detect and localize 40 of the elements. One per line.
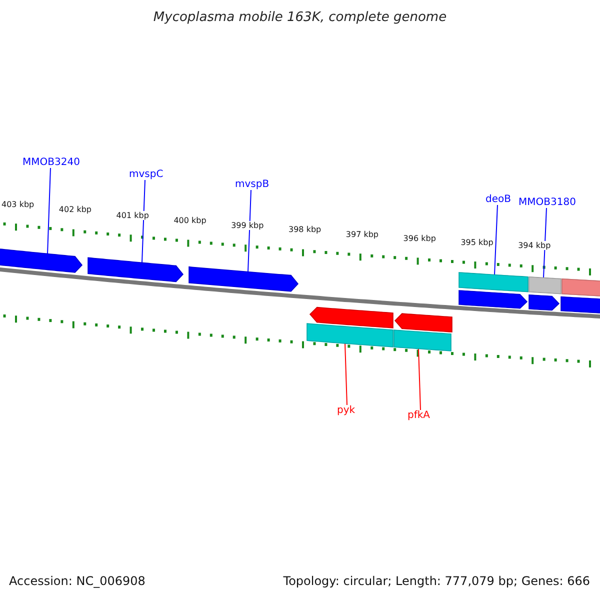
gene-feature — [458, 290, 528, 309]
gene-label: MMOB3180 — [518, 197, 576, 208]
gene-label: mvspB — [235, 179, 270, 190]
scale-label: 394 kbp — [518, 241, 551, 250]
gene-feature — [528, 294, 560, 311]
gene-label: MMOB3240 — [22, 157, 80, 168]
scale-label: 400 kbp — [174, 216, 206, 225]
scale-label: 403 kbp — [2, 200, 34, 209]
gene-label: pyk — [337, 405, 356, 416]
gene-feature — [88, 257, 184, 282]
scale-label: 402 kbp — [58, 205, 92, 214]
gene-label: mvspC — [129, 169, 164, 180]
gene-feature — [309, 306, 394, 328]
leader-line — [543, 208, 547, 278]
scale-label: 398 kbp — [288, 225, 322, 234]
scale-label: 396 kbp — [403, 234, 436, 243]
leader-line — [248, 190, 252, 272]
gene-feature — [394, 313, 452, 332]
gene-label: deoB — [486, 194, 511, 205]
gene-label: pfkA — [408, 410, 430, 421]
footer-text: Accession: NC_006908 — [9, 574, 146, 588]
gene-bar — [306, 323, 394, 348]
gene-feature — [188, 266, 299, 292]
leader-line — [494, 204, 498, 276]
scale-label: 397 kbp — [346, 230, 378, 239]
gene-feature — [0, 248, 83, 273]
gene-bar — [458, 272, 528, 292]
scale-label: 401 kbp — [116, 210, 149, 220]
gene-feature — [560, 296, 600, 314]
leader-line — [47, 168, 51, 254]
scale-label: 399 kbp — [231, 220, 264, 230]
gene-bar — [394, 330, 452, 352]
leader-line — [142, 180, 146, 264]
gene-bar — [562, 278, 600, 298]
leader-line — [344, 342, 348, 406]
scale-label: 395 kbp — [460, 238, 494, 247]
footer-text: Topology: circular; Length: 777,079 bp; Genes: 666 — [283, 574, 590, 588]
leader-line — [418, 348, 421, 410]
gene-bar — [528, 276, 562, 294]
title: Mycoplasma mobile 163K, complete genome — [152, 10, 448, 25]
